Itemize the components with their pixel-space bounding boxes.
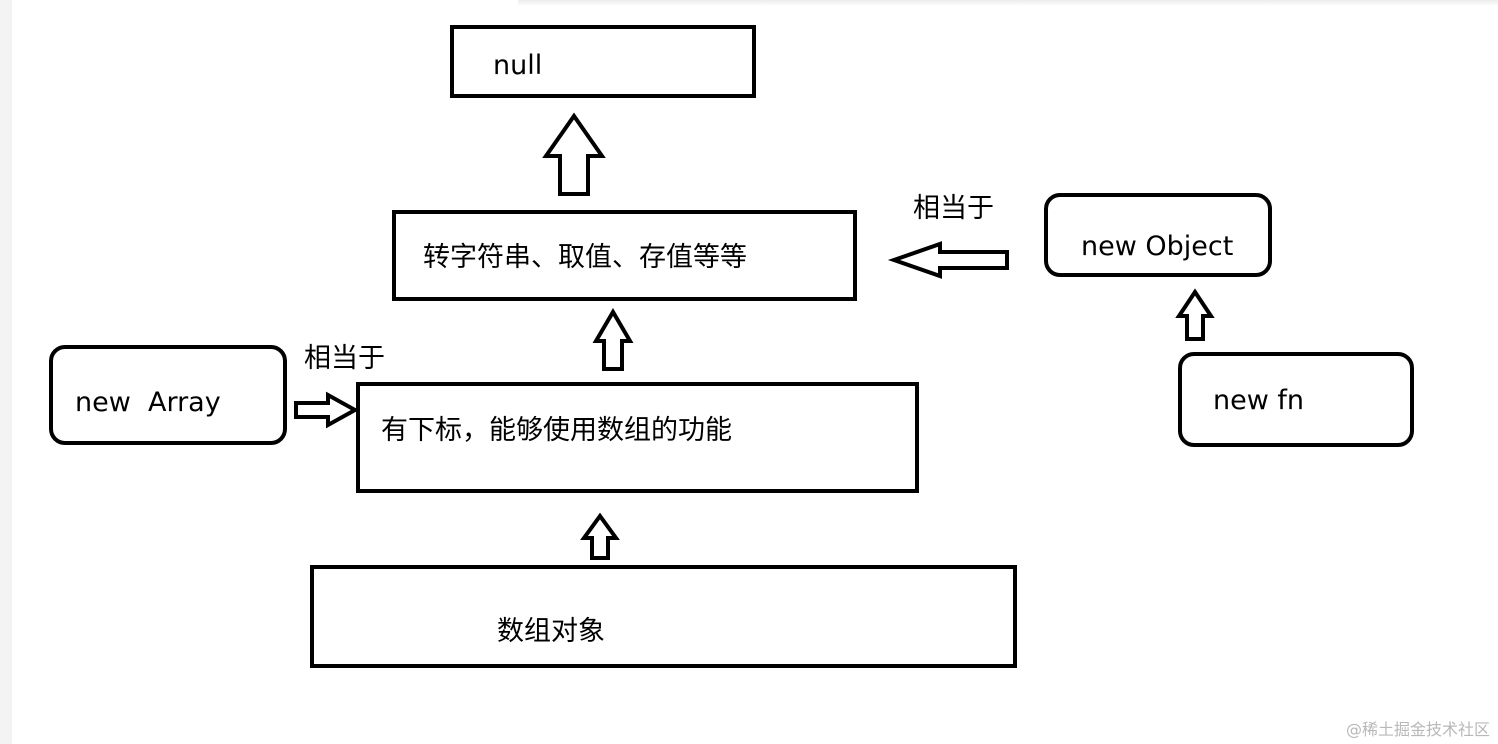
new-fn-box: new fn <box>1178 352 1414 447</box>
equivalent-label-top: 相当于 <box>913 193 994 224</box>
arrow-up-to-new-object <box>1175 288 1215 341</box>
arrow-up-to-object-prototype <box>592 308 634 371</box>
null-box: null <box>450 25 756 98</box>
new-array-label: new Array <box>75 387 221 418</box>
arrow-right-to-array-prototype <box>294 391 360 429</box>
object-prototype-label: 转字符串、取值、存值等等 <box>423 242 747 273</box>
object-prototype-box: 转字符串、取值、存值等等 <box>392 210 857 301</box>
new-array-box: new Array <box>49 345 287 445</box>
top-edge-shadow <box>518 0 1498 6</box>
arrow-left-to-object-prototype <box>887 241 1009 279</box>
array-prototype-label: 有下标，能够使用数组的功能 <box>381 415 732 446</box>
new-fn-label: new fn <box>1213 385 1305 416</box>
null-label: null <box>493 50 543 81</box>
watermark: @稀土掘金技术社区 <box>1345 720 1490 739</box>
arrow-up-to-array-prototype <box>580 512 620 560</box>
array-object-label: 数组对象 <box>497 616 605 647</box>
new-object-label: new Object <box>1081 231 1234 262</box>
array-object-box: 数组对象 <box>310 565 1017 668</box>
left-edge-strip <box>0 0 12 744</box>
arrow-up-to-null <box>542 112 606 196</box>
new-object-box: new Object <box>1044 193 1272 277</box>
equivalent-label-left: 相当于 <box>304 343 385 374</box>
array-prototype-box: 有下标，能够使用数组的功能 <box>356 382 919 493</box>
